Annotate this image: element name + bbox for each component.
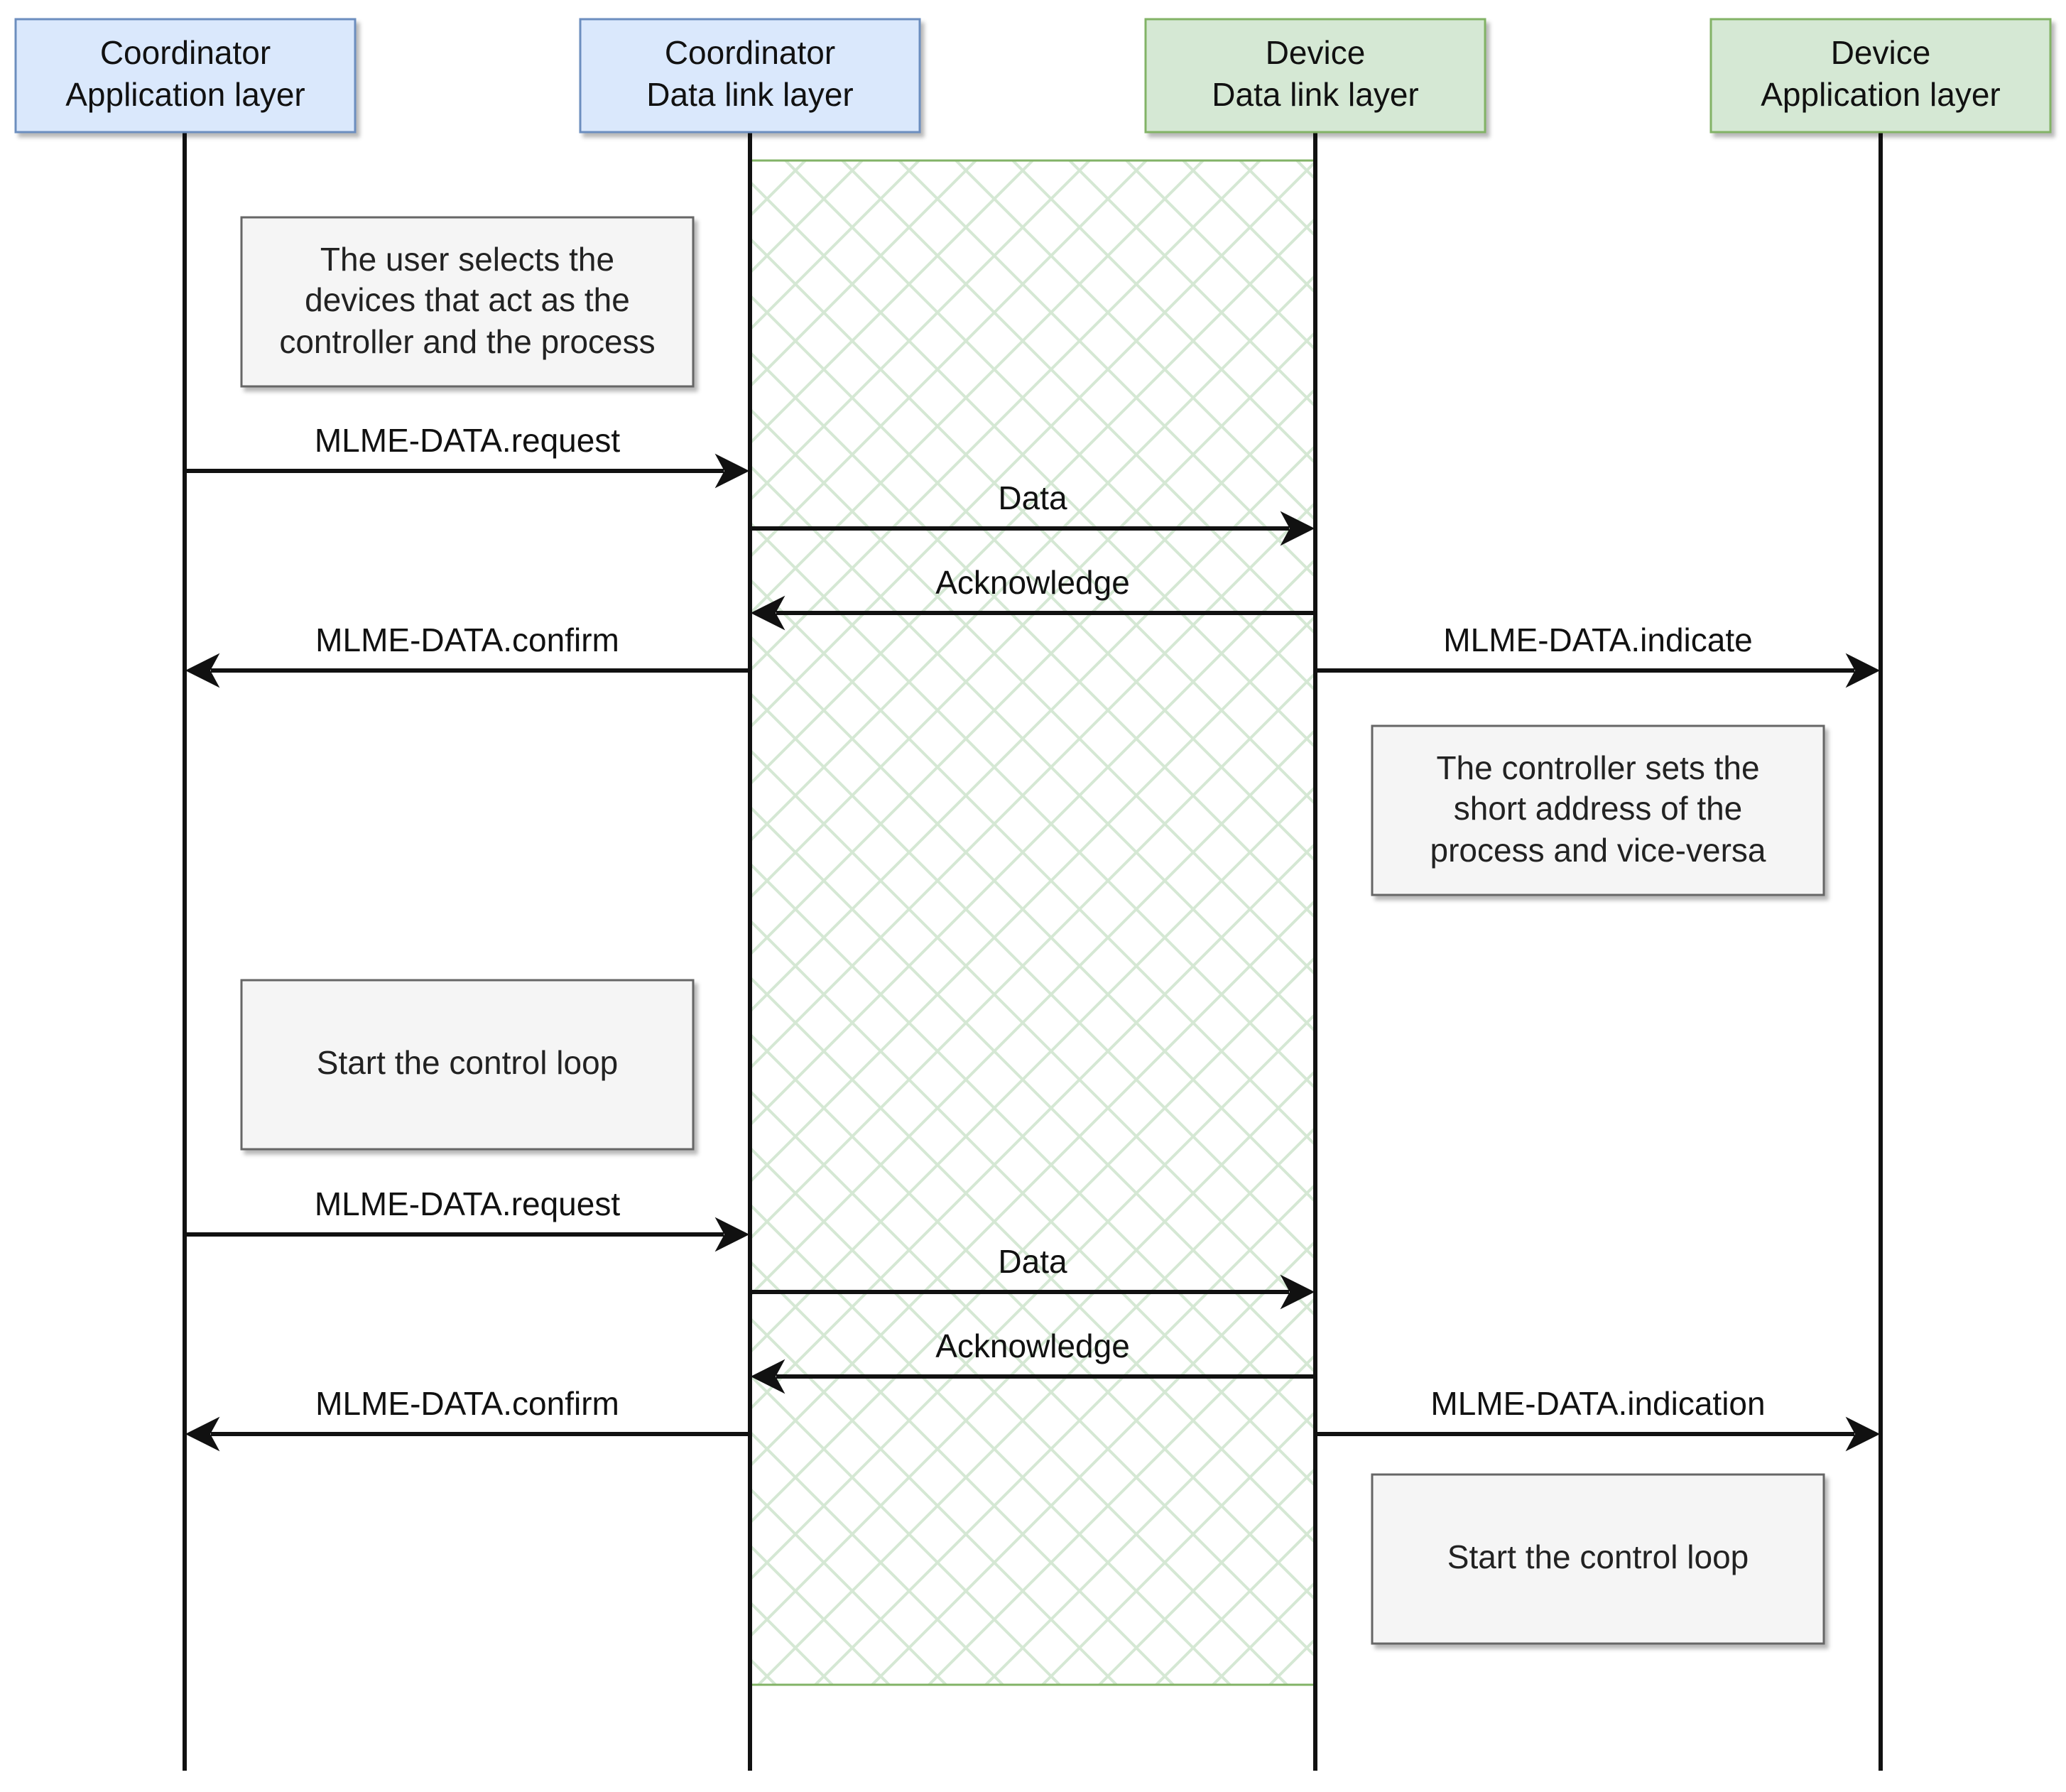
note-line: The controller sets the: [1436, 749, 1759, 786]
lane-header-box: [14, 18, 357, 134]
message-arrow: MLME-DATA.request: [185, 1185, 750, 1252]
lane-title-line-1: Device: [1266, 34, 1366, 71]
arrowhead: [1845, 653, 1881, 688]
lane-header-coordinator-application: Coordinator Application layer: [14, 18, 357, 134]
note-start-control-loop-coordinator: Start the control loop: [240, 979, 695, 1151]
arrowhead: [185, 1416, 220, 1452]
note-box: [1371, 724, 1825, 896]
lane-title-line-1: Device: [1831, 34, 1931, 71]
note-line: process and vice-versa: [1430, 832, 1766, 869]
arrowhead: [1845, 1416, 1881, 1452]
message-label: MLME-DATA.request: [315, 1185, 621, 1222]
lane-header-device-application: Device Application layer: [1709, 18, 2052, 134]
message-arrow: Data: [750, 1243, 1315, 1310]
arrowhead: [714, 1217, 750, 1252]
note-line: The user selects the: [320, 241, 614, 278]
note-line: Start the control loop: [317, 1044, 618, 1081]
message-arrow: MLME-DATA.indication: [1315, 1385, 1881, 1452]
lane-header-device-data-link: Device Data link layer: [1144, 18, 1486, 134]
message-label: MLME-DATA.indication: [1430, 1385, 1765, 1422]
arrowhead: [1280, 1274, 1315, 1310]
arrowhead: [714, 453, 750, 489]
message-arrow: MLME-DATA.confirm: [185, 1385, 750, 1452]
lane-title-line-1: Coordinator: [100, 34, 271, 71]
note-box: [240, 979, 695, 1151]
message-label: Acknowledge: [935, 564, 1130, 601]
note-box: [240, 216, 695, 388]
lifelines: [183, 132, 1883, 1771]
message-label: MLME-DATA.confirm: [315, 621, 619, 658]
message-arrow: MLME-DATA.indicate: [1315, 621, 1881, 688]
message-label: MLME-DATA.indicate: [1443, 621, 1752, 658]
message-arrow: MLME-DATA.request: [185, 422, 750, 489]
note-user-selects-devices: The user selects the devices that act as…: [240, 216, 695, 388]
lane-header-box: [579, 18, 921, 134]
lane-title-line-1: Coordinator: [665, 34, 835, 71]
messages: MLME-DATA.requestDataAcknowledgeMLME-DAT…: [185, 422, 1881, 1452]
message-label: Data: [998, 479, 1067, 516]
message-arrow: Data: [750, 479, 1315, 546]
message-arrow: Acknowledge: [750, 564, 1315, 631]
lane-header-coordinator-data-link: Coordinator Data link layer: [579, 18, 921, 134]
note-line: devices that act as the: [305, 281, 630, 318]
note-controller-sets-address: The controller sets the short address of…: [1371, 724, 1825, 896]
lane-title-line-2: Application layer: [1761, 76, 2001, 113]
lane-header-box: [1709, 18, 2052, 134]
note-box: [1371, 1473, 1825, 1645]
message-arrow: Acknowledge: [750, 1327, 1315, 1394]
lane-title-line-2: Data link layer: [646, 76, 853, 113]
data-link-channel: [749, 159, 1317, 1686]
note-line: Start the control loop: [1447, 1538, 1749, 1575]
note-start-control-loop-device: Start the control loop: [1371, 1473, 1825, 1645]
message-arrow: MLME-DATA.confirm: [185, 621, 750, 688]
lane-title-line-2: Data link layer: [1212, 76, 1418, 113]
note-line: short address of the: [1454, 790, 1743, 827]
message-label: MLME-DATA.request: [315, 422, 621, 459]
arrowhead: [750, 1359, 785, 1394]
arrowhead: [185, 653, 220, 688]
message-label: MLME-DATA.confirm: [315, 1385, 619, 1422]
arrowhead: [1280, 511, 1315, 546]
note-line: controller and the process: [279, 323, 655, 360]
message-label: Acknowledge: [935, 1327, 1130, 1364]
lane-header-box: [1144, 18, 1486, 134]
arrowhead: [750, 595, 785, 631]
message-label: Data: [998, 1243, 1067, 1280]
lane-title-line-2: Application layer: [65, 76, 305, 113]
